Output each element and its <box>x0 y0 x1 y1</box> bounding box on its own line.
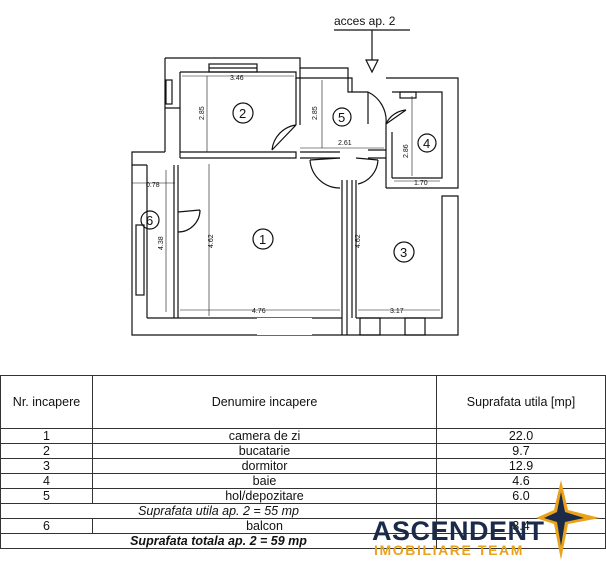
dimension-label: 4.62 <box>355 234 362 248</box>
dimension-label: 2.85 <box>199 106 206 120</box>
door-living <box>309 157 341 189</box>
dimension-label: 3.17 <box>390 308 404 315</box>
window-left <box>165 79 173 105</box>
dimension-label: 2.86 <box>403 144 410 158</box>
subtotal-text: Suprafata utila ap. 2 = 55 mp <box>0 503 437 519</box>
header-name: Denumire incapere <box>92 375 437 429</box>
door-entry <box>367 91 387 125</box>
room-number: 1 <box>259 232 266 247</box>
cell-area: 22.0 <box>436 428 606 444</box>
cell-nr: 2 <box>0 443 93 459</box>
dimension-label: 3.46 <box>230 75 244 82</box>
cell-name: camera de zi <box>92 428 437 444</box>
floor-plan: acces ap. 2 3.46 2.85 2.85 2.61 2.86 1.7… <box>131 14 459 336</box>
header-area: Suprafata utila [mp] <box>436 375 606 429</box>
wall-kitchen-bottom <box>180 151 297 159</box>
access-label: acces ap. 2 <box>334 14 396 28</box>
cell-area: 12.9 <box>436 458 606 474</box>
window-living <box>135 224 145 296</box>
table-row: 1 camera de zi 22.0 <box>0 428 606 444</box>
wall-outline <box>165 57 368 93</box>
dimension-label: 2.85 <box>312 106 319 120</box>
cell-nr: 3 <box>0 458 93 474</box>
logo-name: ASCENDENT <box>372 516 545 546</box>
cell-nr: 6 <box>0 518 93 534</box>
cell-name: baie <box>92 473 437 489</box>
room-number: 3 <box>400 245 407 260</box>
wall-left-upper <box>164 58 181 109</box>
window-bedroom-1 <box>359 317 381 336</box>
cell-name: dormitor <box>92 458 437 474</box>
room-marker-circle <box>332 107 352 127</box>
wall-left-step <box>131 151 165 166</box>
room-number: 5 <box>338 110 345 125</box>
logo-star-icon <box>536 480 600 560</box>
table-row: 4 baie 4.6 <box>0 473 606 489</box>
table-row: 3 dormitor 12.9 <box>0 458 606 474</box>
dimension-label: 4.62 <box>208 234 215 248</box>
wall-outline-inner <box>180 71 353 92</box>
dimension-label: 2.61 <box>338 140 352 147</box>
cell-area: 9.7 <box>436 443 606 459</box>
door-bedroom <box>355 157 379 185</box>
room-number: 2 <box>239 106 246 121</box>
door-kitchen <box>271 124 297 151</box>
table-header-row: Nr. incapere Denumire incapere Suprafata… <box>0 375 606 429</box>
room-marker-circle <box>417 133 437 153</box>
window-bath <box>399 91 417 99</box>
dimension-label: 4.38 <box>158 236 165 250</box>
window-bedroom-2 <box>404 317 426 336</box>
dimension-label: 4.76 <box>252 308 266 315</box>
door-balcony <box>177 209 201 233</box>
header-nr: Nr. incapere <box>0 375 93 429</box>
room-number: 4 <box>423 136 430 151</box>
dimension-label: 1.70 <box>414 180 428 187</box>
rooms-table: Nr. incapere Denumire incapere Suprafata… <box>0 375 606 549</box>
table-row: 2 bucatarie 9.7 <box>0 443 606 459</box>
access-arrow-head <box>365 59 379 74</box>
ascendent-logo: ASCENDENT IMOBILIARE TEAM <box>372 480 602 560</box>
cell-nr: 1 <box>0 428 93 444</box>
cell-name: bucatarie <box>92 443 437 459</box>
cell-nr: 5 <box>0 488 93 504</box>
subtotal-row: Suprafata utila ap. 2 = 55 mp <box>0 503 606 519</box>
room-marker-circle <box>232 102 254 124</box>
room-marker-circle <box>140 210 160 230</box>
window-livingroom-bottom <box>257 318 312 335</box>
wall-bedroom <box>347 195 459 336</box>
logo-tagline: IMOBILIARE TEAM <box>374 542 524 558</box>
wall-bath-inner <box>392 91 443 179</box>
wall-bath <box>386 77 459 189</box>
cell-nr: 4 <box>0 473 93 489</box>
room-marker-circle <box>252 228 274 250</box>
room-marker-circle <box>393 241 415 263</box>
dimension-label: 0.78 <box>146 182 160 189</box>
total-text: Suprafata totala ap. 2 = 59 mp <box>0 533 437 549</box>
room-number: 6 <box>146 213 153 228</box>
door-bath <box>385 109 407 125</box>
